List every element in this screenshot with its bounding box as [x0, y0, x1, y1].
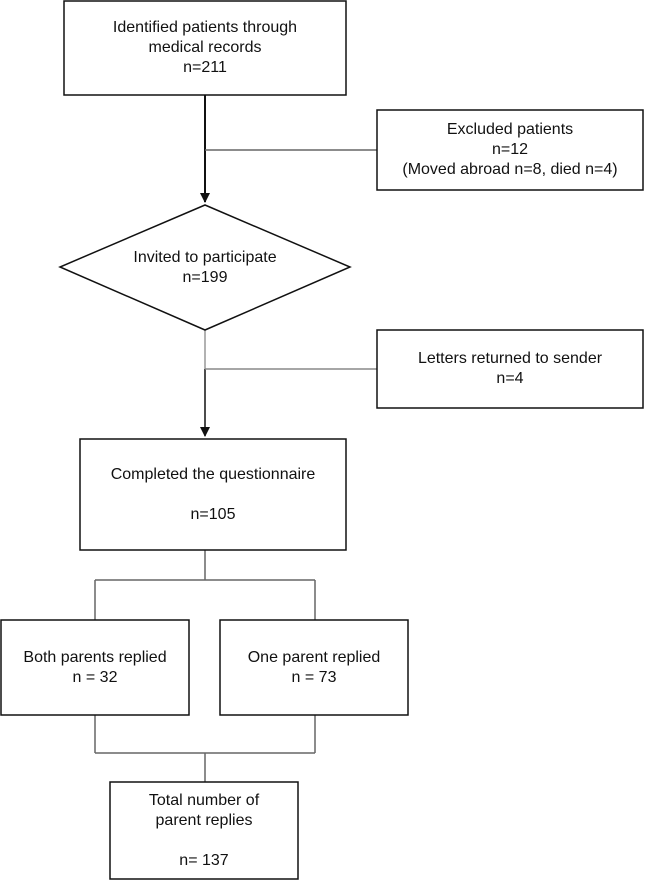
box-excluded [376, 109, 644, 191]
excluded-count: n=12 [491, 141, 529, 158]
completed-text: Completed the questionnaire n=105 [80, 439, 346, 550]
box-completed [79, 438, 347, 551]
identified-line1: Identified patients through [112, 19, 298, 36]
completed-line1: Completed the questionnaire [110, 465, 316, 483]
total-count: n= 137 [179, 851, 229, 869]
completed-count: n=105 [190, 505, 236, 523]
invited-line1: Invited to participate [133, 249, 277, 266]
both-parents-count: n = 32 [72, 668, 118, 686]
both-parents-text: Both parents replied n = 32 [1, 620, 189, 715]
box-both-parents [0, 619, 190, 716]
identified-line2: medical records [148, 39, 262, 56]
box-identified [63, 0, 347, 96]
diamond-invited [58, 204, 352, 331]
returned-count: n=4 [496, 370, 524, 387]
identified-text: Identified patients through medical reco… [64, 1, 346, 95]
total-line1: Total number of [148, 791, 260, 809]
total-line2: parent replies [155, 811, 253, 829]
invited-count: n=199 [182, 269, 228, 286]
one-parent-count: n = 73 [291, 668, 337, 686]
excluded-detail: (Moved abroad n=8, died n=4) [402, 161, 618, 178]
box-total [109, 781, 299, 880]
box-returned [376, 329, 644, 409]
box-one-parent [219, 619, 409, 716]
invited-text: Invited to participate n=199 [60, 236, 350, 300]
returned-line1: Letters returned to sender [417, 350, 603, 367]
returned-text: Letters returned to sender n=4 [377, 330, 643, 408]
identified-count: n=211 [183, 59, 227, 76]
both-parents-line1: Both parents replied [23, 648, 167, 666]
one-parent-text: One parent replied n = 73 [220, 620, 408, 715]
excluded-line1: Excluded patients [446, 121, 574, 138]
total-text: Total number of parent replies n= 137 [110, 782, 298, 879]
excluded-text: Excluded patients n=12 (Moved abroad n=8… [377, 110, 643, 190]
one-parent-line1: One parent replied [247, 648, 381, 666]
